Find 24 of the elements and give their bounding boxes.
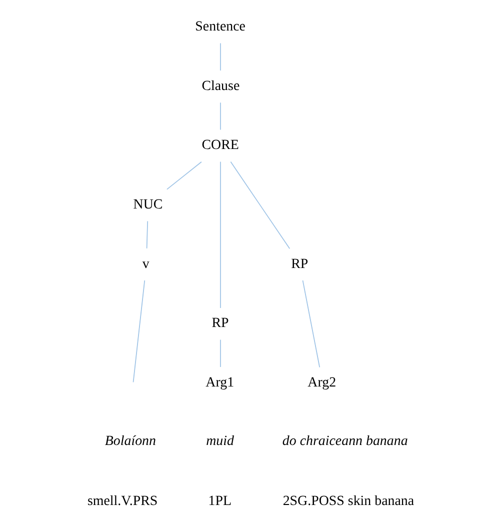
node-text: v — [142, 256, 150, 272]
label: do chraiceann banana — [282, 434, 408, 449]
node-text: Clause — [202, 78, 240, 94]
connector — [220, 339, 221, 368]
node-text: Sentence — [195, 20, 246, 35]
connector — [166, 161, 202, 190]
node-text: NUC — [133, 198, 163, 213]
label: smell.V.PRS — [87, 494, 158, 510]
label: 2SG.POSS skin banana — [282, 494, 414, 510]
connector — [132, 280, 146, 383]
connector — [302, 280, 320, 368]
node-text: RP — [291, 256, 308, 272]
node-text: Arg2 — [308, 375, 336, 390]
connector — [220, 42, 221, 71]
label: 1PL — [208, 494, 232, 510]
node-text: Arg1 — [206, 375, 234, 390]
connector — [230, 161, 290, 250]
label: muid — [206, 434, 234, 449]
node-text: RP — [212, 316, 229, 332]
connector — [220, 102, 221, 130]
node-text: CORE — [202, 138, 239, 154]
connector — [146, 220, 148, 249]
connector — [220, 161, 221, 308]
label: Bolaíonn — [104, 434, 156, 449]
